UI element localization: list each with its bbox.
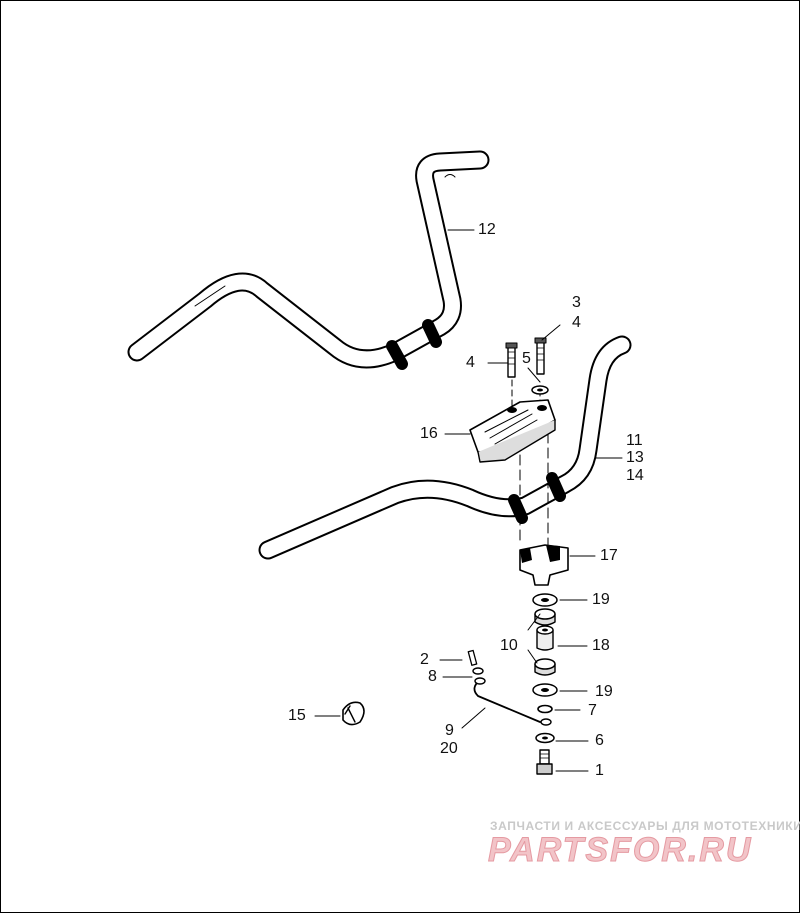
watermark-logo: PARTSFOR.RU	[487, 831, 753, 870]
callout-9: 9	[445, 722, 454, 739]
handlebar-upper	[127, 150, 490, 370]
callout-16: 16	[420, 425, 438, 442]
callout-4: 4	[466, 354, 475, 371]
riser-clamp-top	[469, 399, 556, 463]
callout-20: 20	[440, 740, 458, 757]
callout-19: 19	[595, 683, 613, 700]
callout-18: 18	[592, 637, 610, 654]
callout-12: 12	[478, 221, 496, 238]
callout-15: 15	[288, 707, 306, 724]
callout-13: 13	[626, 449, 644, 466]
callout-7: 7	[588, 702, 597, 719]
cable-clip	[342, 701, 365, 726]
callout-4: 4	[572, 314, 581, 331]
callout-6: 6	[595, 732, 604, 749]
callout-10: 10	[500, 637, 518, 654]
bushing-washer-upper	[532, 593, 558, 607]
callout-19: 19	[592, 591, 610, 608]
bottom-bolt	[536, 749, 553, 775]
callout-2: 2	[420, 651, 429, 668]
callout-1: 1	[595, 762, 604, 779]
callout-8: 8	[428, 668, 437, 685]
callout-17: 17	[600, 547, 618, 564]
callout-11: 11	[626, 432, 643, 449]
callout-3: 3	[572, 294, 581, 311]
handlebar-lower	[258, 335, 632, 560]
top-bolts	[505, 337, 547, 378]
watermark-tagline: ЗАПЧАСТИ И АКСЕССУАРЫ ДЛЯ МОТОТЕХНИКИ	[490, 819, 800, 833]
callout-14: 14	[626, 467, 644, 484]
riser-17	[519, 544, 569, 586]
leader-lines	[314, 229, 623, 772]
callout-5: 5	[522, 350, 531, 367]
